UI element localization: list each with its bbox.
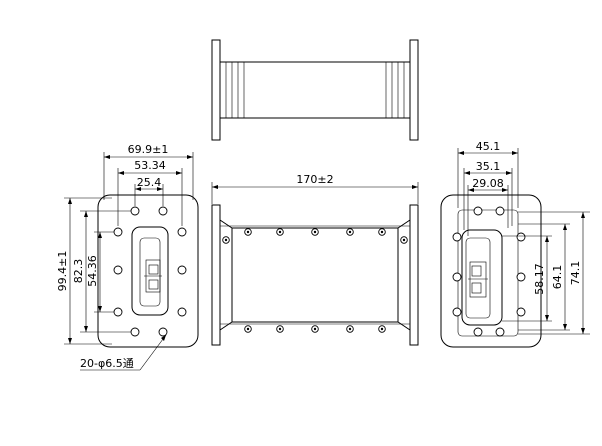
- side-view: 170±2: [211, 173, 419, 346]
- bolt-hole: [473, 206, 483, 216]
- dim-width-bolt-outer: 53.34: [134, 159, 166, 172]
- bolt-hole: [113, 307, 123, 317]
- dim-width-bolt-inner: 25.4: [137, 176, 162, 189]
- bolt-hole: [177, 307, 187, 317]
- dim-end-height-mid: 64.1: [551, 265, 564, 290]
- bolt-hole: [452, 232, 462, 242]
- dim-height-bolt-inner: 54.36: [86, 255, 99, 287]
- bolt-hole: [473, 327, 483, 337]
- bolt-hole: [113, 227, 123, 237]
- dim-end-width-outer: 45.1: [476, 140, 501, 153]
- front-flange-view: 69.9±1 53.34 25.4 99.4±1 82.3: [56, 143, 199, 371]
- dim-height-bolt-outer: 82.3: [72, 259, 85, 284]
- dim-width-overall: 69.9±1: [128, 143, 169, 156]
- bolt-hole: [158, 327, 168, 337]
- bolt-hole: [452, 272, 462, 282]
- bolt-hole: [516, 307, 526, 317]
- end-view: 45.1 35.1 29.08 58.17 64.1: [440, 140, 590, 348]
- bolt-hole: [495, 327, 505, 337]
- dim-end-height-outer: 74.1: [569, 261, 582, 286]
- dim-end-width-inner: 29.08: [472, 177, 504, 190]
- bolt-hole: [177, 227, 187, 237]
- bolt-hole: [177, 265, 187, 275]
- dim-end-width-mid: 35.1: [476, 160, 501, 173]
- bolt-hole: [516, 232, 526, 242]
- bolt-hole: [452, 307, 462, 317]
- bolt-hole: [113, 265, 123, 275]
- bolt-hole: [495, 206, 505, 216]
- bolt-hole: [130, 206, 140, 216]
- top-view: [211, 39, 419, 141]
- hole-note: 20-φ6.5通: [80, 357, 134, 370]
- dim-length: 170±2: [296, 173, 333, 186]
- bolt-hole: [130, 327, 140, 337]
- bolt-hole: [516, 272, 526, 282]
- dim-end-height-inner: 58.17: [533, 263, 546, 295]
- bolt-hole: [158, 206, 168, 216]
- dim-height-overall: 99.4±1: [56, 251, 69, 292]
